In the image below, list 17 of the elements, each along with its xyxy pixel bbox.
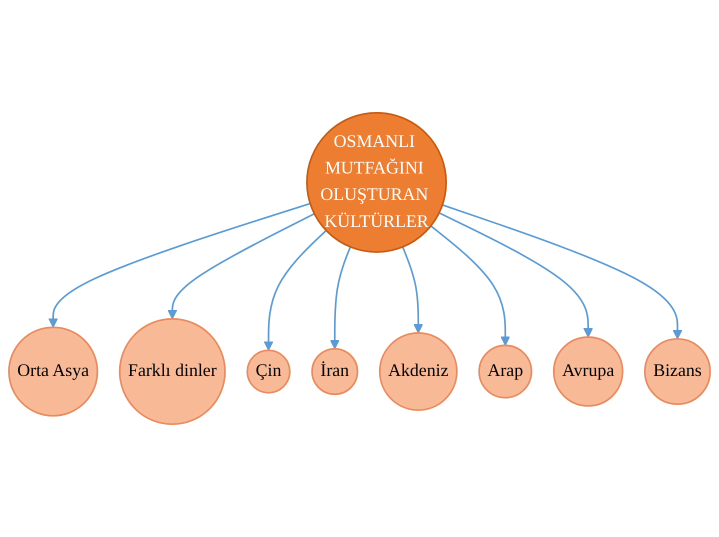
node-circle: Akdeniz: [378, 332, 458, 411]
arrow: [430, 225, 510, 346]
arrow: [438, 212, 594, 338]
arrow: [402, 246, 424, 334]
arrow: [48, 202, 310, 328]
node-circle: Orta Asya: [8, 326, 98, 417]
node-circle: Farklı dinler: [118, 318, 226, 426]
node-circle: Çin: [246, 349, 291, 394]
arrow: [264, 230, 327, 351]
arrow: [442, 204, 682, 340]
node-circle: Arap: [478, 344, 532, 399]
node-circle: OSMANLI MUTFAĞINI OLUŞTURAN KÜLTÜRLER: [306, 112, 447, 253]
arrow: [330, 246, 352, 350]
node-circle: Avrupa: [552, 336, 624, 407]
arrow: [167, 213, 315, 320]
node-circle: İran: [311, 348, 358, 396]
node-circle: Bizans: [644, 338, 711, 405]
